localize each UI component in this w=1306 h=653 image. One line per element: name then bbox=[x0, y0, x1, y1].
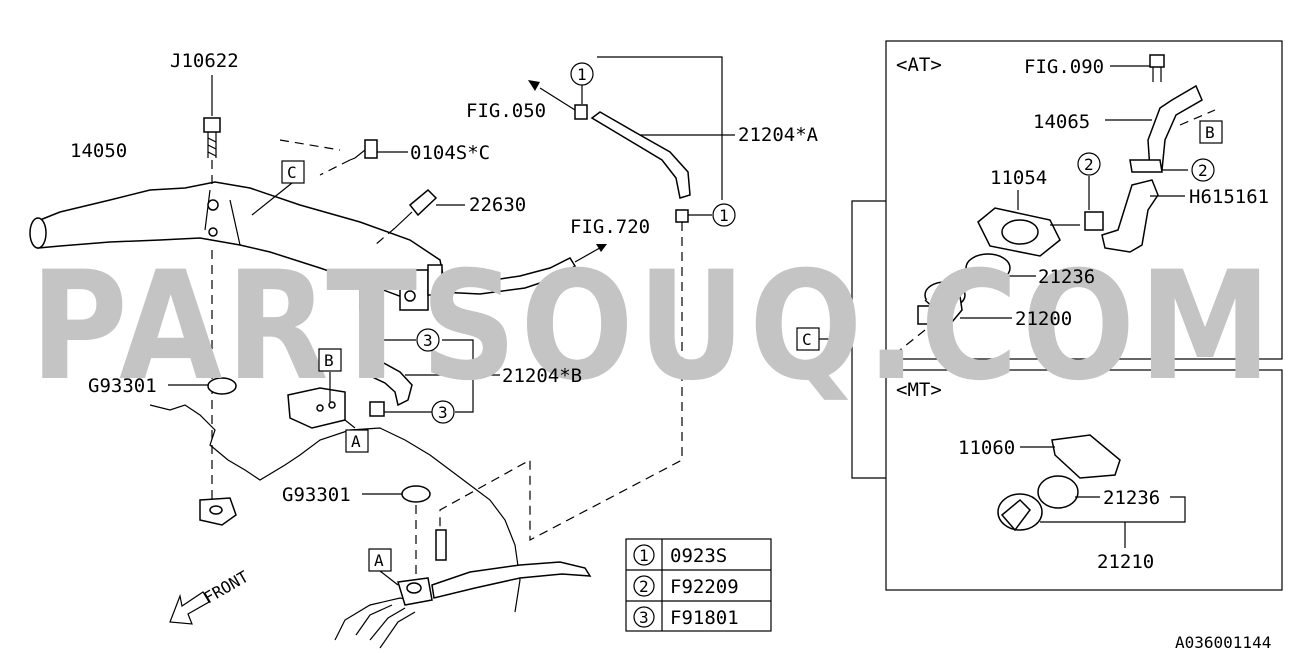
thermostat-dash bbox=[899, 329, 926, 351]
bolt-j10622[interactable] bbox=[203, 117, 221, 158]
label-21210: 21210 bbox=[1097, 551, 1154, 573]
label-14065: 14065 bbox=[1033, 111, 1090, 133]
o-ring-g93301-top[interactable] bbox=[207, 377, 237, 395]
cover-11060[interactable] bbox=[1051, 434, 1121, 479]
label-22630: 22630 bbox=[469, 194, 526, 216]
label-h615161: H615161 bbox=[1189, 186, 1269, 208]
ref-b-at-label: B bbox=[1205, 123, 1215, 142]
legend-row-3-circle bbox=[633, 606, 655, 628]
label-fig720: FIG.720 bbox=[570, 216, 650, 238]
thermostat-21210[interactable] bbox=[997, 493, 1043, 532]
leader-ref-a-bottom bbox=[379, 570, 399, 586]
legend-row-2-num: 2 bbox=[639, 577, 649, 596]
hose-21204a[interactable] bbox=[574, 104, 691, 223]
mt-panel-title: <MT> bbox=[896, 379, 942, 401]
fig050-arrowhead bbox=[528, 80, 540, 91]
hose-h615161[interactable] bbox=[1084, 179, 1159, 253]
ref-a-label: A bbox=[351, 432, 361, 451]
leader-ref-c bbox=[251, 182, 293, 216]
heater-pipe-fig720 bbox=[439, 257, 577, 295]
label-21204a: 21204*A bbox=[738, 124, 819, 146]
callout3-bracket bbox=[442, 339, 474, 413]
label-0104s: 0104S*C bbox=[410, 142, 490, 164]
ref-a-bottom-label: A bbox=[374, 551, 384, 570]
callout-2-top bbox=[1077, 152, 1101, 176]
label-14050: 14050 bbox=[70, 140, 127, 162]
label-front: FRONT bbox=[201, 567, 253, 608]
housing-11054[interactable] bbox=[977, 207, 1080, 257]
label-j10622: J10622 bbox=[170, 50, 239, 72]
bolt-0104s[interactable] bbox=[349, 139, 378, 161]
fig720-arrowhead bbox=[596, 244, 607, 252]
label-fig050: FIG.050 bbox=[466, 100, 546, 122]
label-21204b: 21204*B bbox=[502, 365, 582, 387]
ref-box-a-bottom bbox=[368, 548, 392, 572]
lower-fitting bbox=[355, 529, 592, 649]
fig050-arrow bbox=[539, 87, 576, 111]
ref-b-label: B bbox=[324, 351, 334, 370]
engine-outline bbox=[149, 404, 521, 613]
legend-row-1-circle bbox=[633, 544, 655, 566]
callout-2-right bbox=[1191, 158, 1215, 182]
legend-row-3-part: F91801 bbox=[670, 607, 739, 629]
legend-row-2-circle bbox=[633, 575, 655, 597]
callout1-bracket bbox=[597, 56, 723, 200]
ref-box-b-at bbox=[1199, 120, 1223, 144]
o-ring-g93301-bottom[interactable] bbox=[401, 485, 431, 503]
ref-c-panel-label: C bbox=[802, 330, 812, 349]
ref-box-b bbox=[318, 348, 342, 372]
at-panel-frame bbox=[885, 40, 1283, 360]
callout-2-top-num: 2 bbox=[1084, 155, 1094, 174]
callout-1-top-num: 1 bbox=[577, 65, 587, 84]
callout-1-top bbox=[570, 62, 594, 86]
bracket-dash bbox=[279, 139, 341, 151]
callout-1-right bbox=[712, 203, 736, 227]
hose-21204b[interactable] bbox=[361, 321, 413, 417]
bolt-fig090[interactable] bbox=[1149, 54, 1165, 82]
watermark: PARTSOUQ.COM bbox=[30, 240, 1275, 414]
legend-row-3-num: 3 bbox=[639, 608, 649, 627]
ref-box-a bbox=[345, 429, 369, 453]
callout-2-right-num: 2 bbox=[1198, 161, 1208, 180]
callout-1-right-num: 1 bbox=[719, 206, 729, 225]
label-21236-at: 21236 bbox=[1038, 266, 1095, 288]
label-fig090: FIG.090 bbox=[1024, 56, 1104, 78]
diagram-code: A036001144 bbox=[1175, 633, 1271, 652]
callout-3-bottom-num: 3 bbox=[438, 403, 448, 422]
legend-table: 1 0923S 2 F92209 3 F91801 bbox=[625, 538, 772, 632]
bolt-0104s-dash bbox=[319, 159, 351, 176]
callout-3-top-num: 3 bbox=[423, 331, 433, 350]
ref-box-c-panel bbox=[796, 327, 820, 351]
callout-3-top bbox=[416, 328, 440, 352]
label-g93301-bottom: G93301 bbox=[282, 484, 351, 506]
callout-3-bottom bbox=[431, 400, 455, 424]
legend-row-1-part: 0923S bbox=[670, 545, 727, 567]
leader-ref-a bbox=[344, 419, 356, 429]
gasket-21236-mt[interactable] bbox=[1037, 475, 1079, 509]
label-21200: 21200 bbox=[1015, 308, 1072, 330]
sensor-22630[interactable] bbox=[394, 188, 438, 229]
front-arrow-icon bbox=[169, 591, 210, 625]
pipe-14065-dash bbox=[1179, 109, 1216, 126]
mt-bracket bbox=[1124, 496, 1186, 548]
legend-row-2-part: F92209 bbox=[670, 576, 739, 598]
pipe-14065[interactable] bbox=[1129, 84, 1203, 173]
ref-box-c bbox=[281, 160, 305, 184]
sensor-dash bbox=[374, 227, 396, 246]
at-panel-title: <AT> bbox=[896, 54, 942, 76]
label-g93301-top: G93301 bbox=[88, 375, 157, 397]
thermostat-21200[interactable] bbox=[917, 281, 966, 325]
coolant-pipe-14050[interactable] bbox=[29, 181, 446, 311]
label-11060: 11060 bbox=[958, 437, 1015, 459]
mt-panel-frame bbox=[885, 369, 1283, 591]
ref-c-label: C bbox=[287, 163, 297, 182]
legend-row-1-num: 1 bbox=[639, 546, 649, 565]
gasket-21236-at[interactable] bbox=[965, 253, 1011, 283]
label-21236-mt: 21236 bbox=[1103, 487, 1160, 509]
route-dash bbox=[439, 222, 683, 545]
label-11054: 11054 bbox=[990, 167, 1047, 189]
